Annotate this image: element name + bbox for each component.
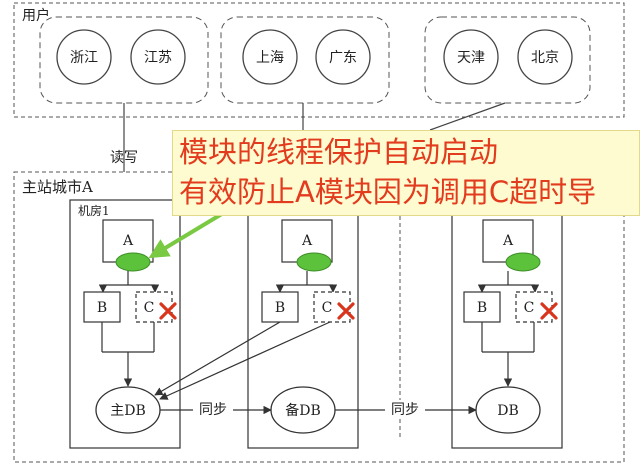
city-label: 天津 [457,50,485,66]
user-link-3 [429,102,506,131]
read-write-label: 读写 [110,149,138,166]
thread-guard-oval [115,252,151,272]
failure-cross-icon [159,302,177,320]
module-a-label: A [122,233,134,249]
third-db-node: DB [475,386,541,434]
city-label: 浙江 [70,50,98,66]
module-a-label: A [301,233,313,249]
city-node-zhejiang: 浙江 [56,29,112,85]
failure-cross-icon [337,302,355,320]
callout-line-1: 模块的线程保护自动启动 [179,135,499,169]
backup-db-node: 备DB [270,386,336,434]
machine-room-1 [69,199,181,449]
city-node-beijing: 北京 [517,29,573,85]
main-db-node: 主DB [95,386,161,434]
room2-modules: A B C [154,219,355,400]
city-node-tianjin: 天津 [443,29,499,85]
module-b-label: B [477,300,487,316]
backup-db-label: 备DB [285,402,321,419]
sync-label-1: 同步 [199,402,227,418]
city-node-jiangsu: 江苏 [130,29,186,85]
city-label: 江苏 [144,50,172,66]
main-db-label: 主DB [110,403,146,419]
sync-label-2: 同步 [391,402,419,418]
module-c-label: C [144,300,155,316]
user-group-2 [220,16,390,104]
thread-guard-oval [296,252,332,272]
module-b-label: B [97,300,107,316]
callout-line-2: 有效防止A模块因为调用C超时导 [179,175,597,209]
room1-modules: A B C [83,219,177,387]
module-c-label: C [322,300,333,316]
city-label: 上海 [256,50,284,66]
annotation-callout: 模块的线程保护自动启动 有效防止A模块因为调用C超时导 [172,130,640,216]
third-db-label: DB [497,403,519,419]
failure-cross-icon [540,302,558,320]
users-region [13,2,625,118]
users-title: 用户 [22,7,50,24]
module-b-label: B [275,300,285,316]
thread-guard-oval [505,252,541,272]
module-b-box [261,291,299,323]
city-node-guangdong: 广东 [315,29,371,85]
machine-room-label: 机房1 [78,203,110,218]
module-c-label: C [524,300,535,316]
city-label: 广东 [329,50,357,66]
room3-modules: A B C [463,219,558,387]
city-label: 北京 [531,50,559,66]
city-node-shanghai: 上海 [242,29,298,85]
user-group-1 [39,16,209,104]
user-group-3 [424,16,591,104]
main-site-label: 主站城市A [22,178,93,196]
module-a-label: A [502,233,514,249]
